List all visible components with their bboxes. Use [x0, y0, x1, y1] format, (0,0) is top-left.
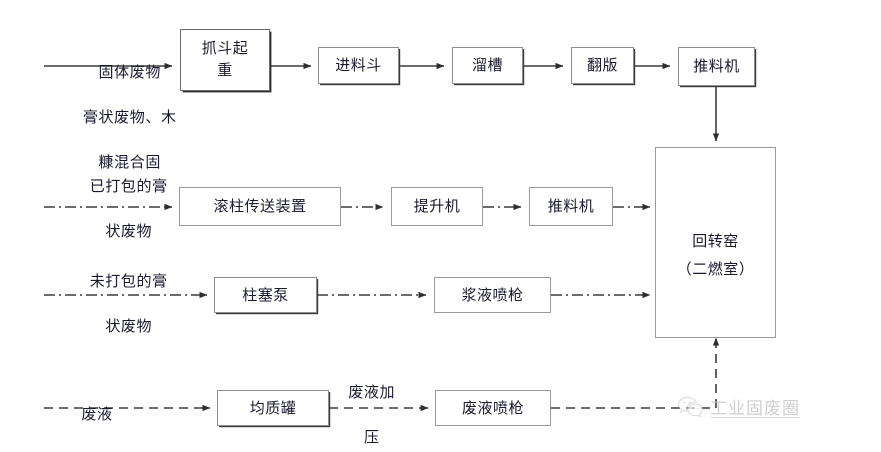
node-pusher-top[interactable]: 推料机	[678, 47, 755, 86]
wechat-icon	[676, 395, 706, 419]
node-flipper[interactable]: 翻版	[571, 47, 634, 84]
node-roller-conveyor[interactable]: 滚柱传送装置	[179, 187, 341, 226]
node-homogenizing-tank[interactable]: 均质罐	[217, 390, 329, 426]
node-rotary-kiln[interactable]: 回转窑 （二燃室）	[655, 147, 776, 338]
mid-label-waste-liquid-pressurize: 废液加 压	[348, 382, 396, 446]
input-label-packed-paste: 已打包的膏 状废物	[89, 176, 168, 240]
node-elevator[interactable]: 提升机	[391, 187, 483, 226]
input-label-unpacked-paste: 未打包的膏 状废物	[89, 271, 168, 335]
node-grab-crane[interactable]: 抓斗起 重	[180, 29, 270, 91]
node-chute[interactable]: 溜槽	[452, 47, 523, 84]
watermark-text: 工业固废圈	[710, 399, 800, 419]
node-slurry-lance[interactable]: 浆液喷枪	[434, 277, 551, 313]
input-label-solid-waste: 固体废物 膏状废物、木 糠混合固	[82, 62, 177, 171]
input-label-waste-liquid: 废液	[81, 404, 113, 423]
node-pusher-mid[interactable]: 推料机	[529, 187, 613, 226]
node-plunger-pump[interactable]: 柱塞泵	[214, 277, 317, 313]
node-waste-liquid-lance[interactable]: 废液喷枪	[435, 390, 551, 426]
watermark: 工业固废圈	[676, 394, 800, 419]
node-feed-hopper[interactable]: 进料斗	[318, 47, 399, 84]
